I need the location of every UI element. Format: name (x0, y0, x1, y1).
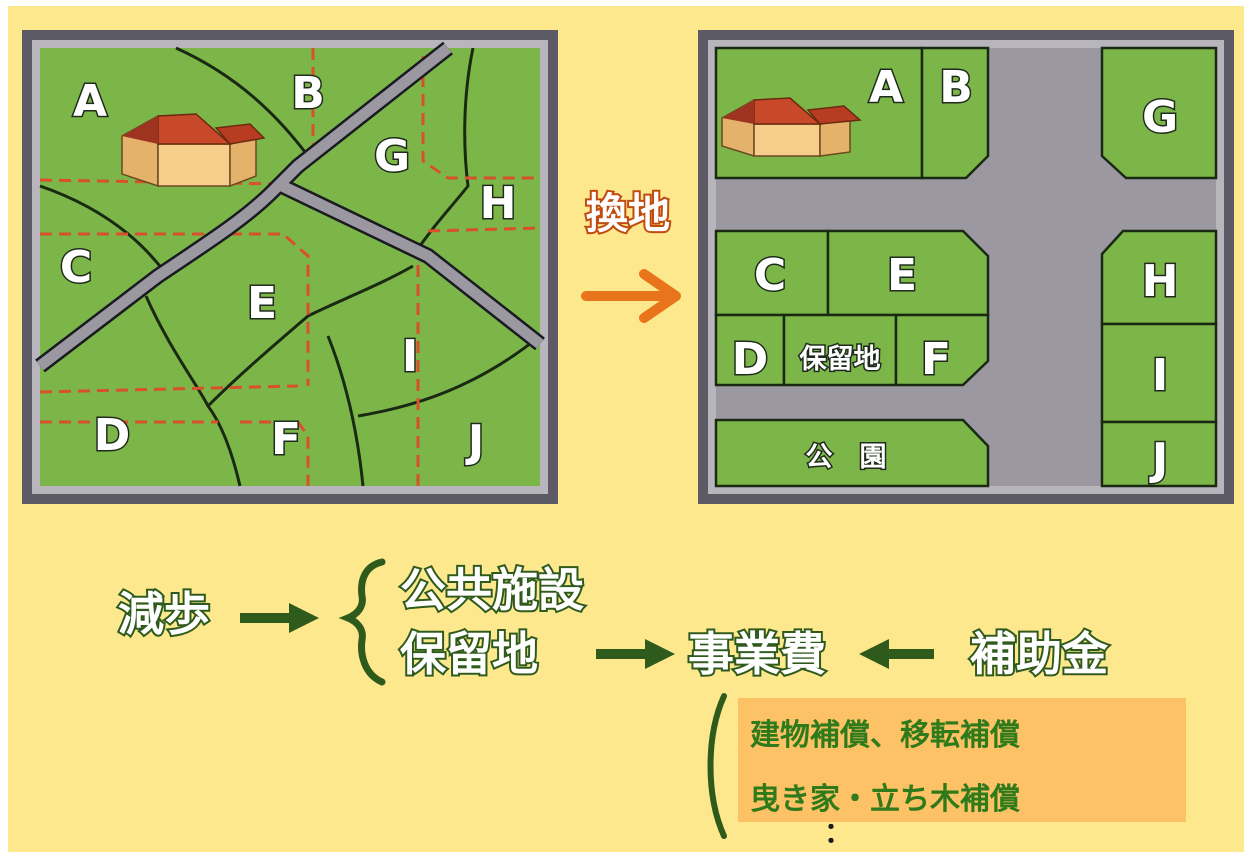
before-lot-label: E (247, 278, 277, 329)
after-lot-label-reserved: 保留地 (799, 344, 881, 375)
after-lot-label: A (869, 62, 903, 113)
before-boundaries (39, 46, 541, 487)
transform-label: 換地 (586, 189, 670, 238)
after-lot-label: E (887, 250, 917, 301)
before-lot-label: F (271, 414, 301, 465)
arrow-right-icon (581, 269, 681, 323)
after-map: A B G C E H D 保留地 F I 公 園 J (698, 30, 1234, 504)
after-lot-label-park: 公 園 (806, 442, 887, 473)
reduction-label: 減歩 (118, 587, 210, 641)
breakdown-line: 曳き家・立ち木補償 (750, 782, 1020, 817)
after-lots (714, 46, 1218, 488)
after-lot-label: G (1142, 92, 1178, 143)
public-facilities-label: 公共施設 (400, 563, 584, 617)
before-lot-label: C (60, 242, 92, 293)
after-lot-label: B (939, 62, 973, 113)
funding-flow: 減歩 公共施設 保留地 事業費 補助金 ： (116, 558, 1111, 849)
before-roads (36, 43, 544, 371)
after-lot-label: H (1142, 256, 1179, 307)
before-lot-label: G (374, 131, 410, 182)
after-lot-label: J (1149, 434, 1168, 485)
before-lot-label: I (402, 331, 418, 382)
house-icon (121, 113, 266, 188)
before-map: A B G H C E I D F J (22, 30, 558, 504)
breakdown-line: 建物補償、移転補償 (750, 718, 1020, 753)
before-lot-label: A (73, 76, 107, 127)
before-lot-label: D (94, 410, 131, 461)
after-lot-label: C (754, 250, 786, 301)
reserved-land-label: 保留地 (400, 627, 538, 681)
before-lot-label: H (480, 178, 517, 229)
diagram-stage: A B G H C E I D F J 換地 (8, 6, 1244, 852)
before-lot-label: B (291, 68, 325, 119)
after-lot-label: D (732, 334, 769, 385)
after-lot-label: F (921, 334, 951, 385)
before-lot-label: J (465, 416, 484, 467)
project-cost-label: 事業費 (688, 627, 826, 681)
brace-icon (338, 558, 386, 686)
subsidy-label: 補助金 (970, 627, 1109, 681)
brace-icon (707, 693, 727, 839)
house-icon (721, 97, 862, 158)
land-readjustment-diagram: A B G H C E I D F J 換地 (22, 30, 1234, 849)
cost-breakdown-box: 建物補償、移転補償 曳き家・立ち木補償 (738, 698, 1186, 822)
before-map-field (40, 48, 540, 486)
after-lot-label: I (1152, 350, 1168, 401)
